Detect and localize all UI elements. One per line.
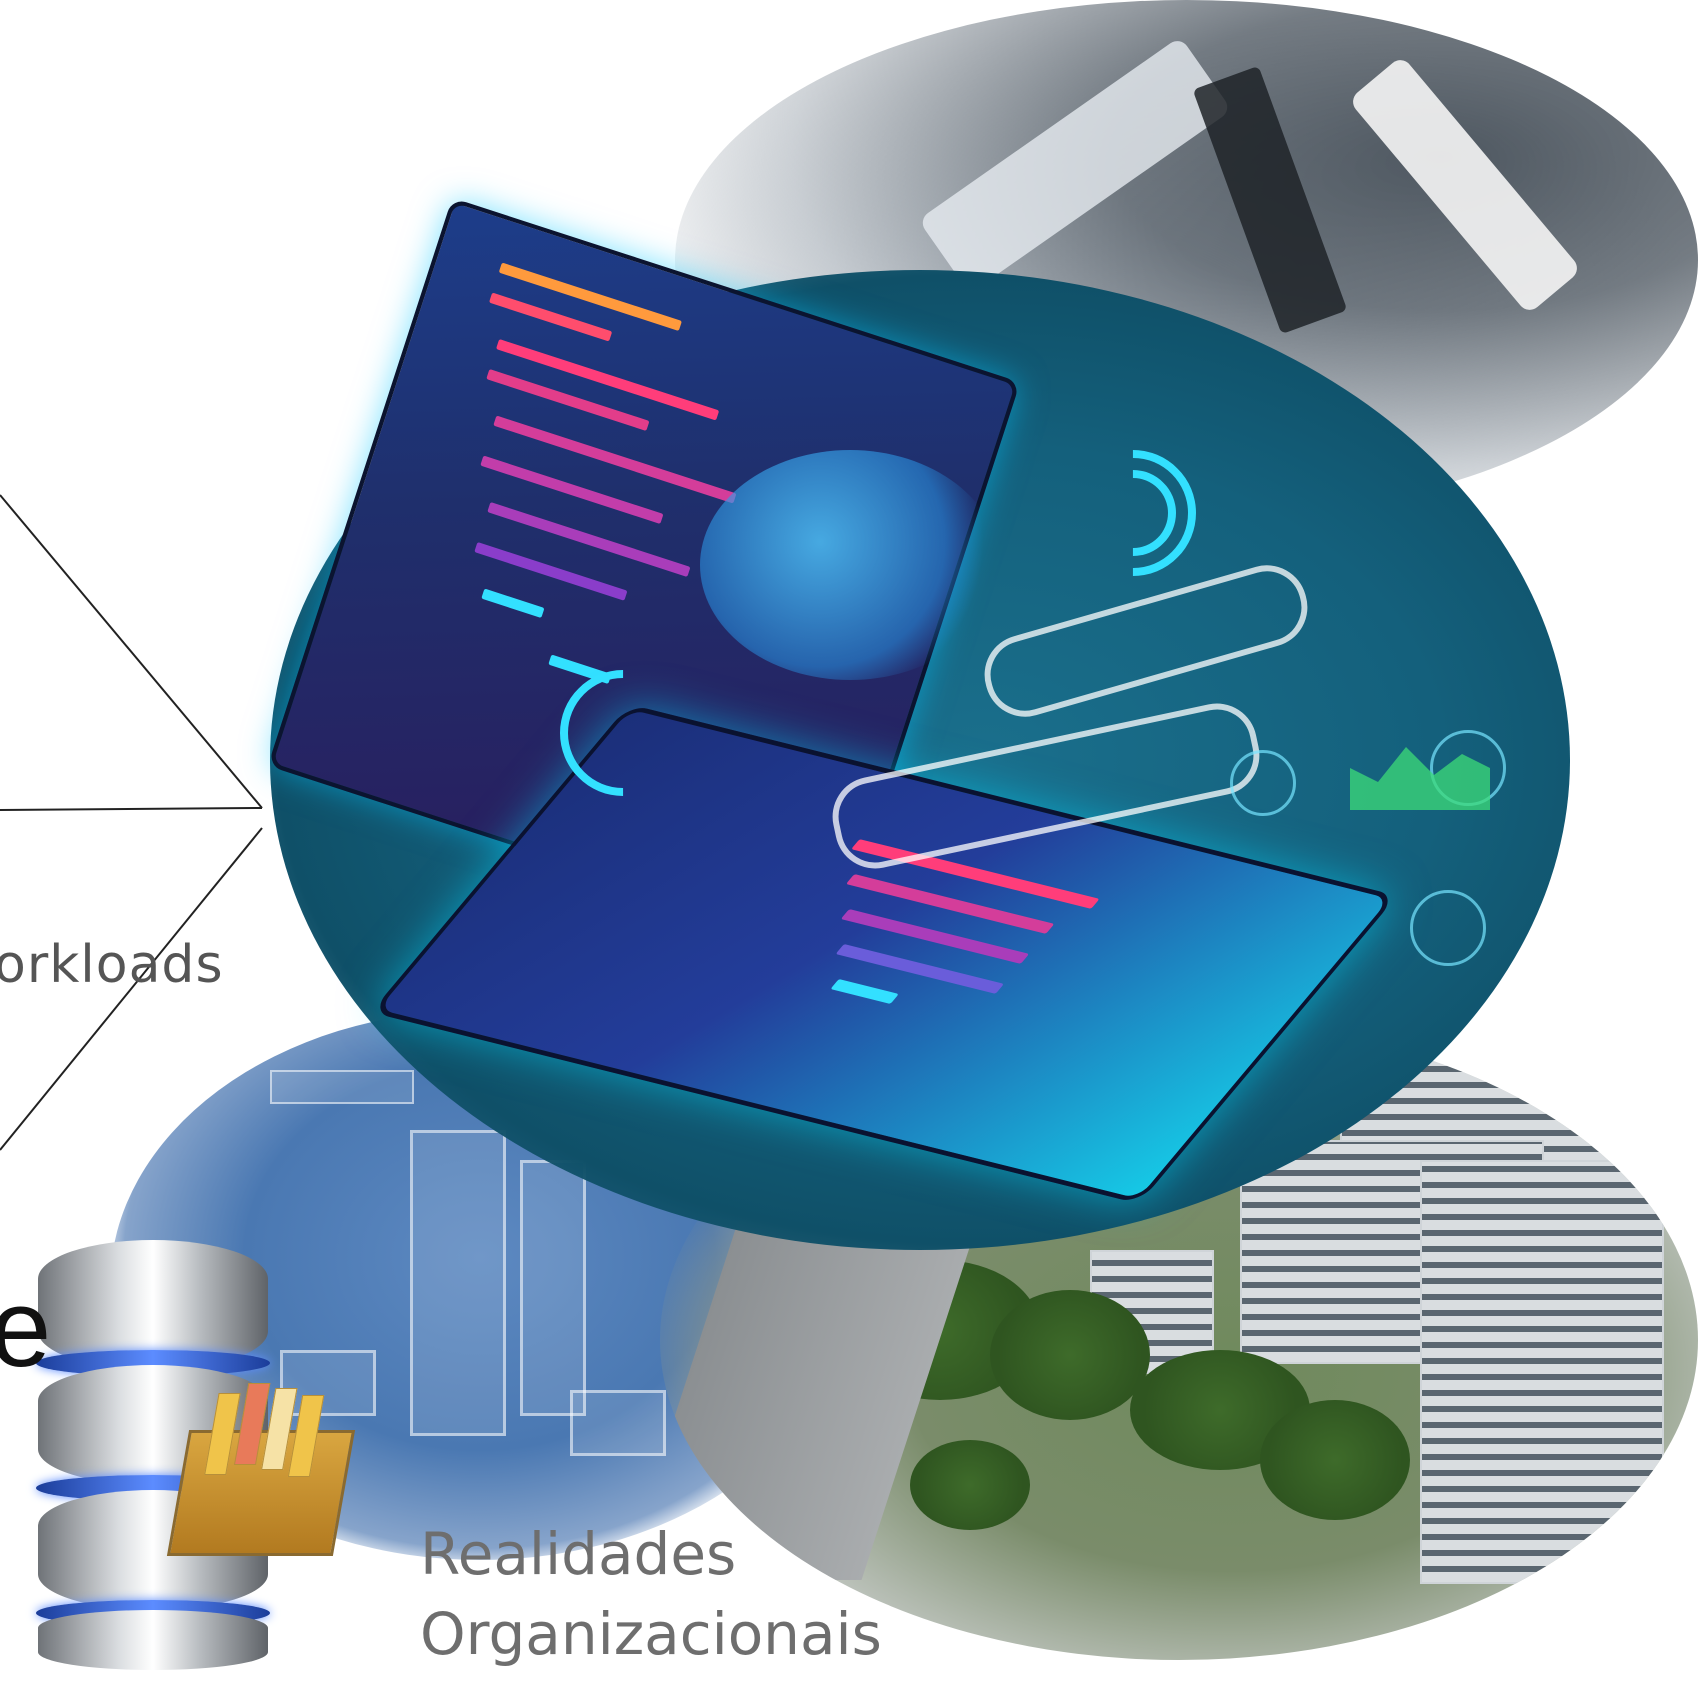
- person-icon: [1230, 750, 1296, 816]
- organizacionais-label: Organizacionais: [420, 1600, 882, 1668]
- data-bar: [830, 979, 899, 1004]
- truncated-title-letter: e: [0, 1267, 52, 1390]
- network-node: [280, 1350, 376, 1416]
- laptop-cloud-illustration: [267, 197, 1570, 1250]
- server-rack: [410, 1130, 506, 1436]
- realidades-label: Realidades: [420, 1520, 737, 1588]
- document-paper: [918, 36, 1232, 294]
- tree: [1260, 1400, 1410, 1520]
- tree: [910, 1440, 1030, 1530]
- wifi-wave-icon: [1043, 423, 1223, 603]
- tree: [990, 1290, 1150, 1420]
- progress-pill: [975, 555, 1317, 727]
- cloud-icon: [700, 450, 1000, 680]
- panel: [270, 1070, 414, 1104]
- data-bar: [498, 262, 682, 332]
- rolled-paper: [1348, 55, 1582, 315]
- db-cylinder: [38, 1610, 268, 1670]
- network-node: [570, 1390, 666, 1456]
- data-bar: [481, 588, 545, 619]
- list-icon: [1410, 890, 1486, 966]
- workloads-label: orkloads: [0, 935, 224, 995]
- connector-line: [0, 807, 263, 811]
- file-drawer: [166, 1383, 356, 1556]
- data-bar: [493, 415, 737, 504]
- server-rack: [520, 1160, 586, 1416]
- connector-line: [0, 494, 263, 809]
- suit-jacket: [1192, 65, 1348, 335]
- building: [1420, 1160, 1664, 1584]
- db-cylinder: [38, 1240, 268, 1370]
- database-icon: [28, 1200, 368, 1680]
